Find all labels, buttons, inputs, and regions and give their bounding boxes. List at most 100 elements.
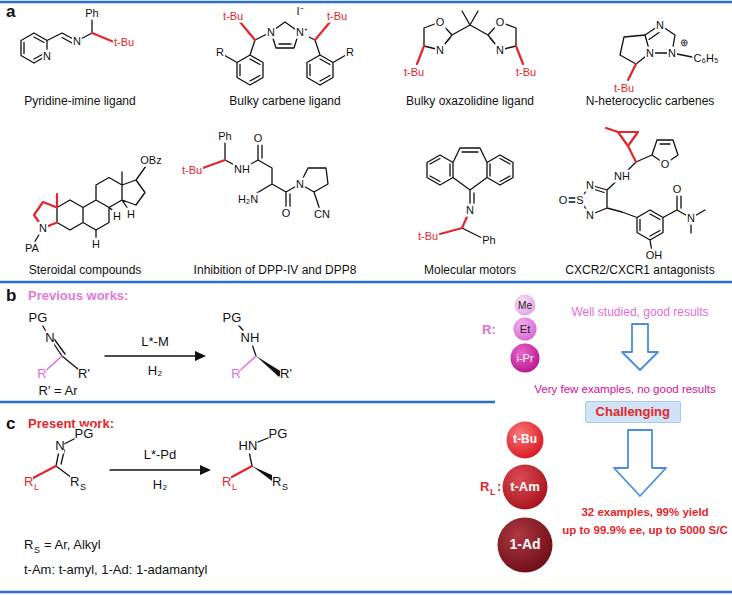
group-circle: 1-Ad <box>497 517 553 573</box>
formula-text: R <box>70 475 79 490</box>
circle-fill <box>503 465 548 510</box>
atom-label: I⁻ <box>295 5 304 18</box>
circle-fill <box>514 318 537 341</box>
atom-label: N <box>72 35 82 48</box>
atom-label: Ph <box>84 7 99 20</box>
formula-text: R' <box>78 367 90 382</box>
structure-caption: Bulky oxazolidine ligand <box>406 95 534 109</box>
atom-label: O <box>660 158 671 171</box>
formula-text: H₂ <box>153 478 167 493</box>
atom-label: t-Bu <box>417 230 439 243</box>
subscript: L <box>34 482 39 492</box>
formula-text: R <box>37 367 46 382</box>
formula-text: PG <box>223 311 242 326</box>
structure-caption: Pyridine-imine ligand <box>24 95 135 109</box>
panel-letter: b <box>6 286 16 306</box>
atom-label: OBz <box>139 154 162 167</box>
dpp-inhibitor-red-bond <box>200 160 225 169</box>
formula-text: N <box>45 331 54 346</box>
formula-text: t-Am: t-amyl, 1-Ad: 1-adamantyl <box>24 563 208 578</box>
atom-label: N <box>645 47 655 60</box>
formula-text: H₂ <box>148 364 162 379</box>
subscript: S <box>282 482 288 492</box>
structure-caption: N-heterocyclic carbenes <box>586 95 715 109</box>
node-text: t-Am <box>510 480 540 494</box>
atom-label: Ph <box>481 234 496 247</box>
atom-label: N <box>495 44 505 57</box>
charge-symbol: ⊕ <box>680 37 688 49</box>
dpp-inhibitor-bonds <box>225 141 328 210</box>
group-circle: i-Pr <box>510 343 540 373</box>
atom-label: CN <box>313 208 331 221</box>
node-text: Et <box>520 323 530 335</box>
note-text: 32 examples, 99% yield <box>581 506 708 519</box>
note-text: Well studied, good results <box>571 306 708 320</box>
formula-text: L*-Pd <box>144 448 177 463</box>
atom-label: t-Bu <box>113 36 135 49</box>
formula-text: R' = Ar <box>39 384 78 399</box>
atom-label: NH <box>613 170 631 183</box>
group-label: : <box>497 480 501 495</box>
group-label: R: <box>482 323 496 338</box>
group-circle: t-Bu <box>506 421 544 459</box>
atom-label: N <box>42 49 52 62</box>
subscript: S <box>34 545 40 555</box>
atom-label: O <box>558 194 569 207</box>
atom-label: O <box>672 183 683 196</box>
atom-label: PA <box>24 242 40 255</box>
formula-text: R' <box>280 367 292 382</box>
atom-label: H <box>91 238 101 251</box>
section-heading: Present work: <box>28 417 114 432</box>
group-circle: t-Am <box>502 464 548 510</box>
formula-text: N <box>55 439 64 454</box>
arrow-head <box>195 351 206 361</box>
carbene-bonds <box>224 22 346 85</box>
atom-label: NH <box>233 163 251 176</box>
formula-text: R <box>24 538 33 553</box>
formula-text: PG <box>29 311 48 326</box>
atom-label: t-Bu <box>326 10 348 23</box>
pyridine-imine-red-bond <box>92 33 114 42</box>
atom-label: OH <box>645 249 664 262</box>
structure-caption: Inhibition of DPP-IV and DPP8 <box>194 264 357 278</box>
atom-label: N <box>38 222 48 235</box>
node-text: Challenging <box>595 405 671 419</box>
atom-label: t-Bu <box>222 10 244 23</box>
note-text: Very few examples, no good results <box>534 383 716 396</box>
atom-label: C₆H₅ <box>693 52 720 65</box>
formula-text: PG <box>75 427 94 442</box>
formula-text: R <box>222 475 231 490</box>
nhc-red-bond <box>628 64 636 80</box>
carbene-red-bonds <box>240 22 330 40</box>
formula-text: L*-M <box>141 335 168 350</box>
panel-letter: c <box>6 414 15 434</box>
subscript: L <box>490 487 496 497</box>
group-circle: Et <box>513 317 537 341</box>
reaction-arrow <box>110 469 203 470</box>
atom-label: O <box>281 207 292 220</box>
atom-label: O <box>253 132 264 145</box>
atom-label: t-Bu <box>181 164 203 177</box>
circle-fill <box>515 295 536 316</box>
panel-letter: a <box>6 2 15 22</box>
atom-label: N <box>295 178 305 191</box>
formula-text: R <box>272 475 281 490</box>
rl-bonds <box>33 466 252 478</box>
subscript: L <box>232 482 237 492</box>
section-heading: Previous works: <box>28 289 128 304</box>
atom-label: N <box>686 212 696 225</box>
antagonist-red-bonds <box>606 128 638 162</box>
hollow-arrow <box>622 324 658 370</box>
steroid-bonds <box>34 166 146 243</box>
atom-label: N <box>667 47 677 60</box>
atom-label: N <box>465 204 475 217</box>
formula-text: PG <box>269 427 288 442</box>
node-text: t-Bu <box>513 433 537 446</box>
structure-caption: Molecular motors <box>424 264 516 278</box>
atom-label: O <box>435 16 446 29</box>
atom-label: S <box>575 194 584 207</box>
atom-label: H <box>112 210 122 223</box>
formula-text: R <box>231 367 240 382</box>
arrow-head <box>200 465 211 475</box>
